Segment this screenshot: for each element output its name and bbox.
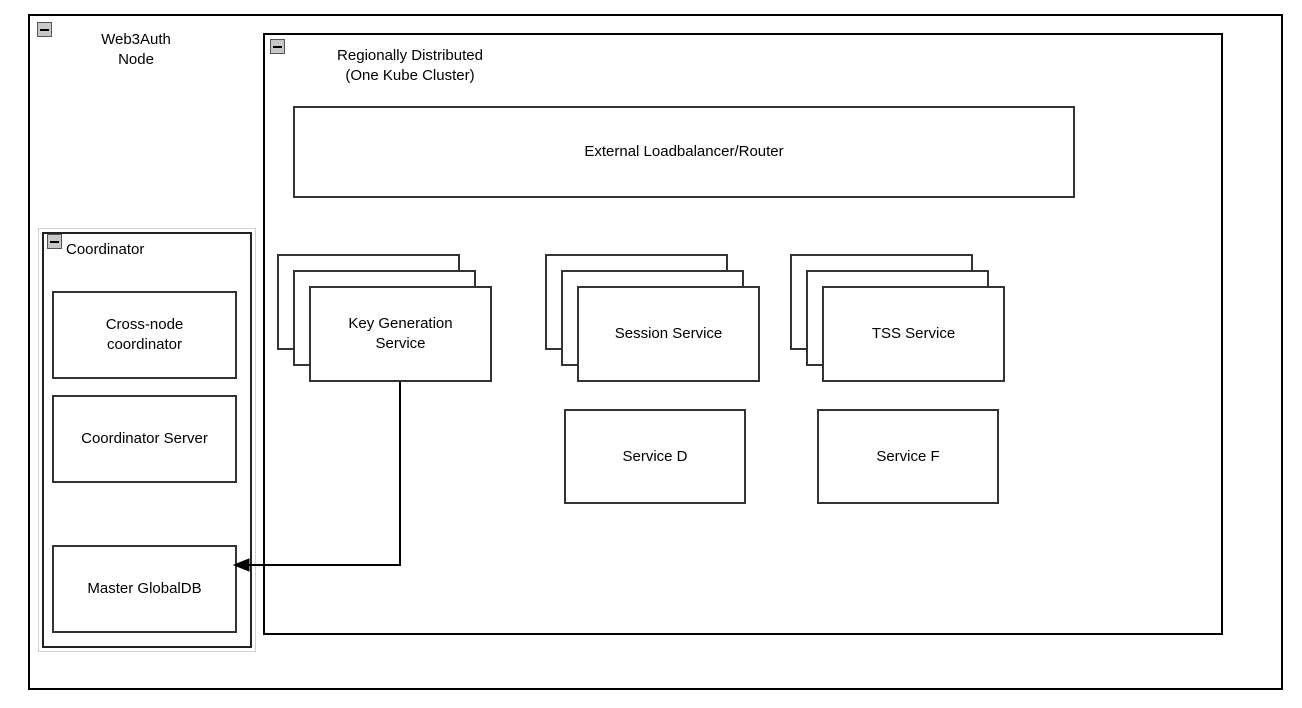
external-loadbalancer-router-box[interactable]: External Loadbalancer/Router <box>293 106 1075 198</box>
service-f-label: Service F <box>876 447 940 465</box>
coordinator-collapse-icon[interactable] <box>47 234 62 249</box>
cross-node-coordinator-box[interactable]: Cross-node coordinator <box>52 291 237 379</box>
tss-service-stack[interactable]: TSS Service <box>790 254 1005 382</box>
master-globaldb-box[interactable]: Master GlobalDB <box>52 545 237 633</box>
kube-cluster-title: Regionally Distributed (One Kube Cluster… <box>337 47 483 84</box>
service-d-box[interactable]: Service D <box>564 409 746 504</box>
coordinator-title: Coordinator <box>66 241 145 258</box>
cross-node-coordinator-label: Cross-node coordinator <box>105 316 184 353</box>
coordinator-server-box[interactable]: Coordinator Server <box>52 395 237 483</box>
session-service-label: Session Service <box>614 325 723 342</box>
service-f-box[interactable]: Service F <box>817 409 999 504</box>
kube-cluster-collapse-icon[interactable] <box>270 39 285 54</box>
tss-service-label: TSS Service <box>871 325 956 342</box>
tss-service-sheet-front[interactable]: TSS Service <box>822 286 1005 382</box>
web3auth-node-title: Web3Auth Node <box>101 31 171 68</box>
coordinator-server-label: Coordinator Server <box>81 430 208 447</box>
key-generation-service-label: Key Generation Service <box>348 315 453 352</box>
master-globaldb-label: Master GlobalDB <box>87 580 202 597</box>
web3auth-node-collapse-icon[interactable] <box>37 22 52 37</box>
session-service-sheet-front[interactable]: Session Service <box>577 286 760 382</box>
key-generation-service-stack[interactable]: Key Generation Service <box>277 254 492 382</box>
session-service-stack[interactable]: Session Service <box>545 254 760 382</box>
service-d-label: Service D <box>622 447 688 465</box>
key-generation-service-sheet-front[interactable]: Key Generation Service <box>309 286 492 382</box>
external-loadbalancer-router-label: External Loadbalancer/Router <box>584 143 784 160</box>
